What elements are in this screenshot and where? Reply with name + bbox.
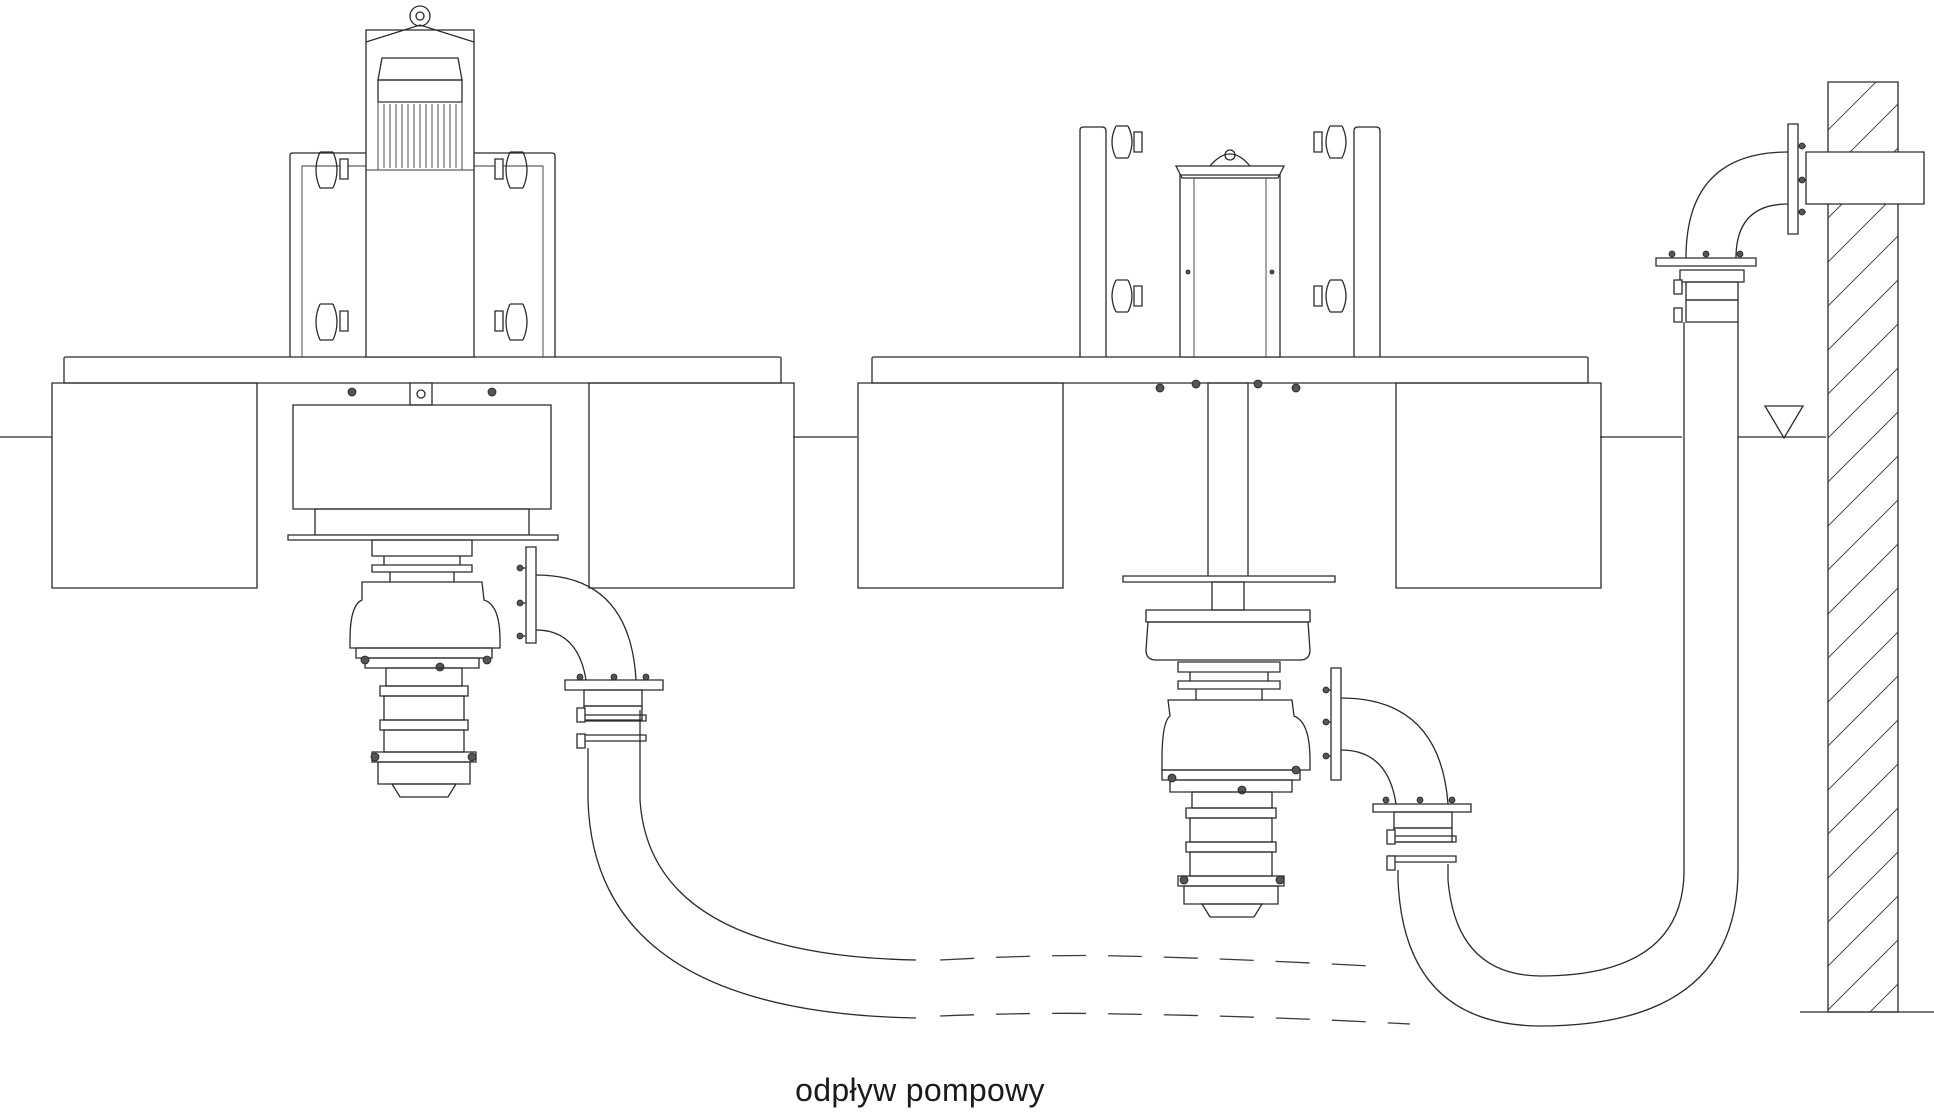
right-pump-unit (858, 126, 1738, 1026)
left-pump-unit (52, 6, 916, 1018)
hose-dashed-section (940, 956, 1410, 1025)
discharge-outlet (1656, 124, 1806, 322)
right-float-right (1396, 383, 1601, 588)
right-float-left (858, 383, 1063, 588)
concrete-wall (1800, 60, 1934, 1115)
left-float-right (589, 383, 794, 588)
diagram-caption: odpływ pompowy (795, 1072, 1045, 1108)
guide-roller (316, 152, 527, 340)
left-float-left (52, 383, 257, 588)
water-level-triangle-icon (1765, 406, 1803, 438)
